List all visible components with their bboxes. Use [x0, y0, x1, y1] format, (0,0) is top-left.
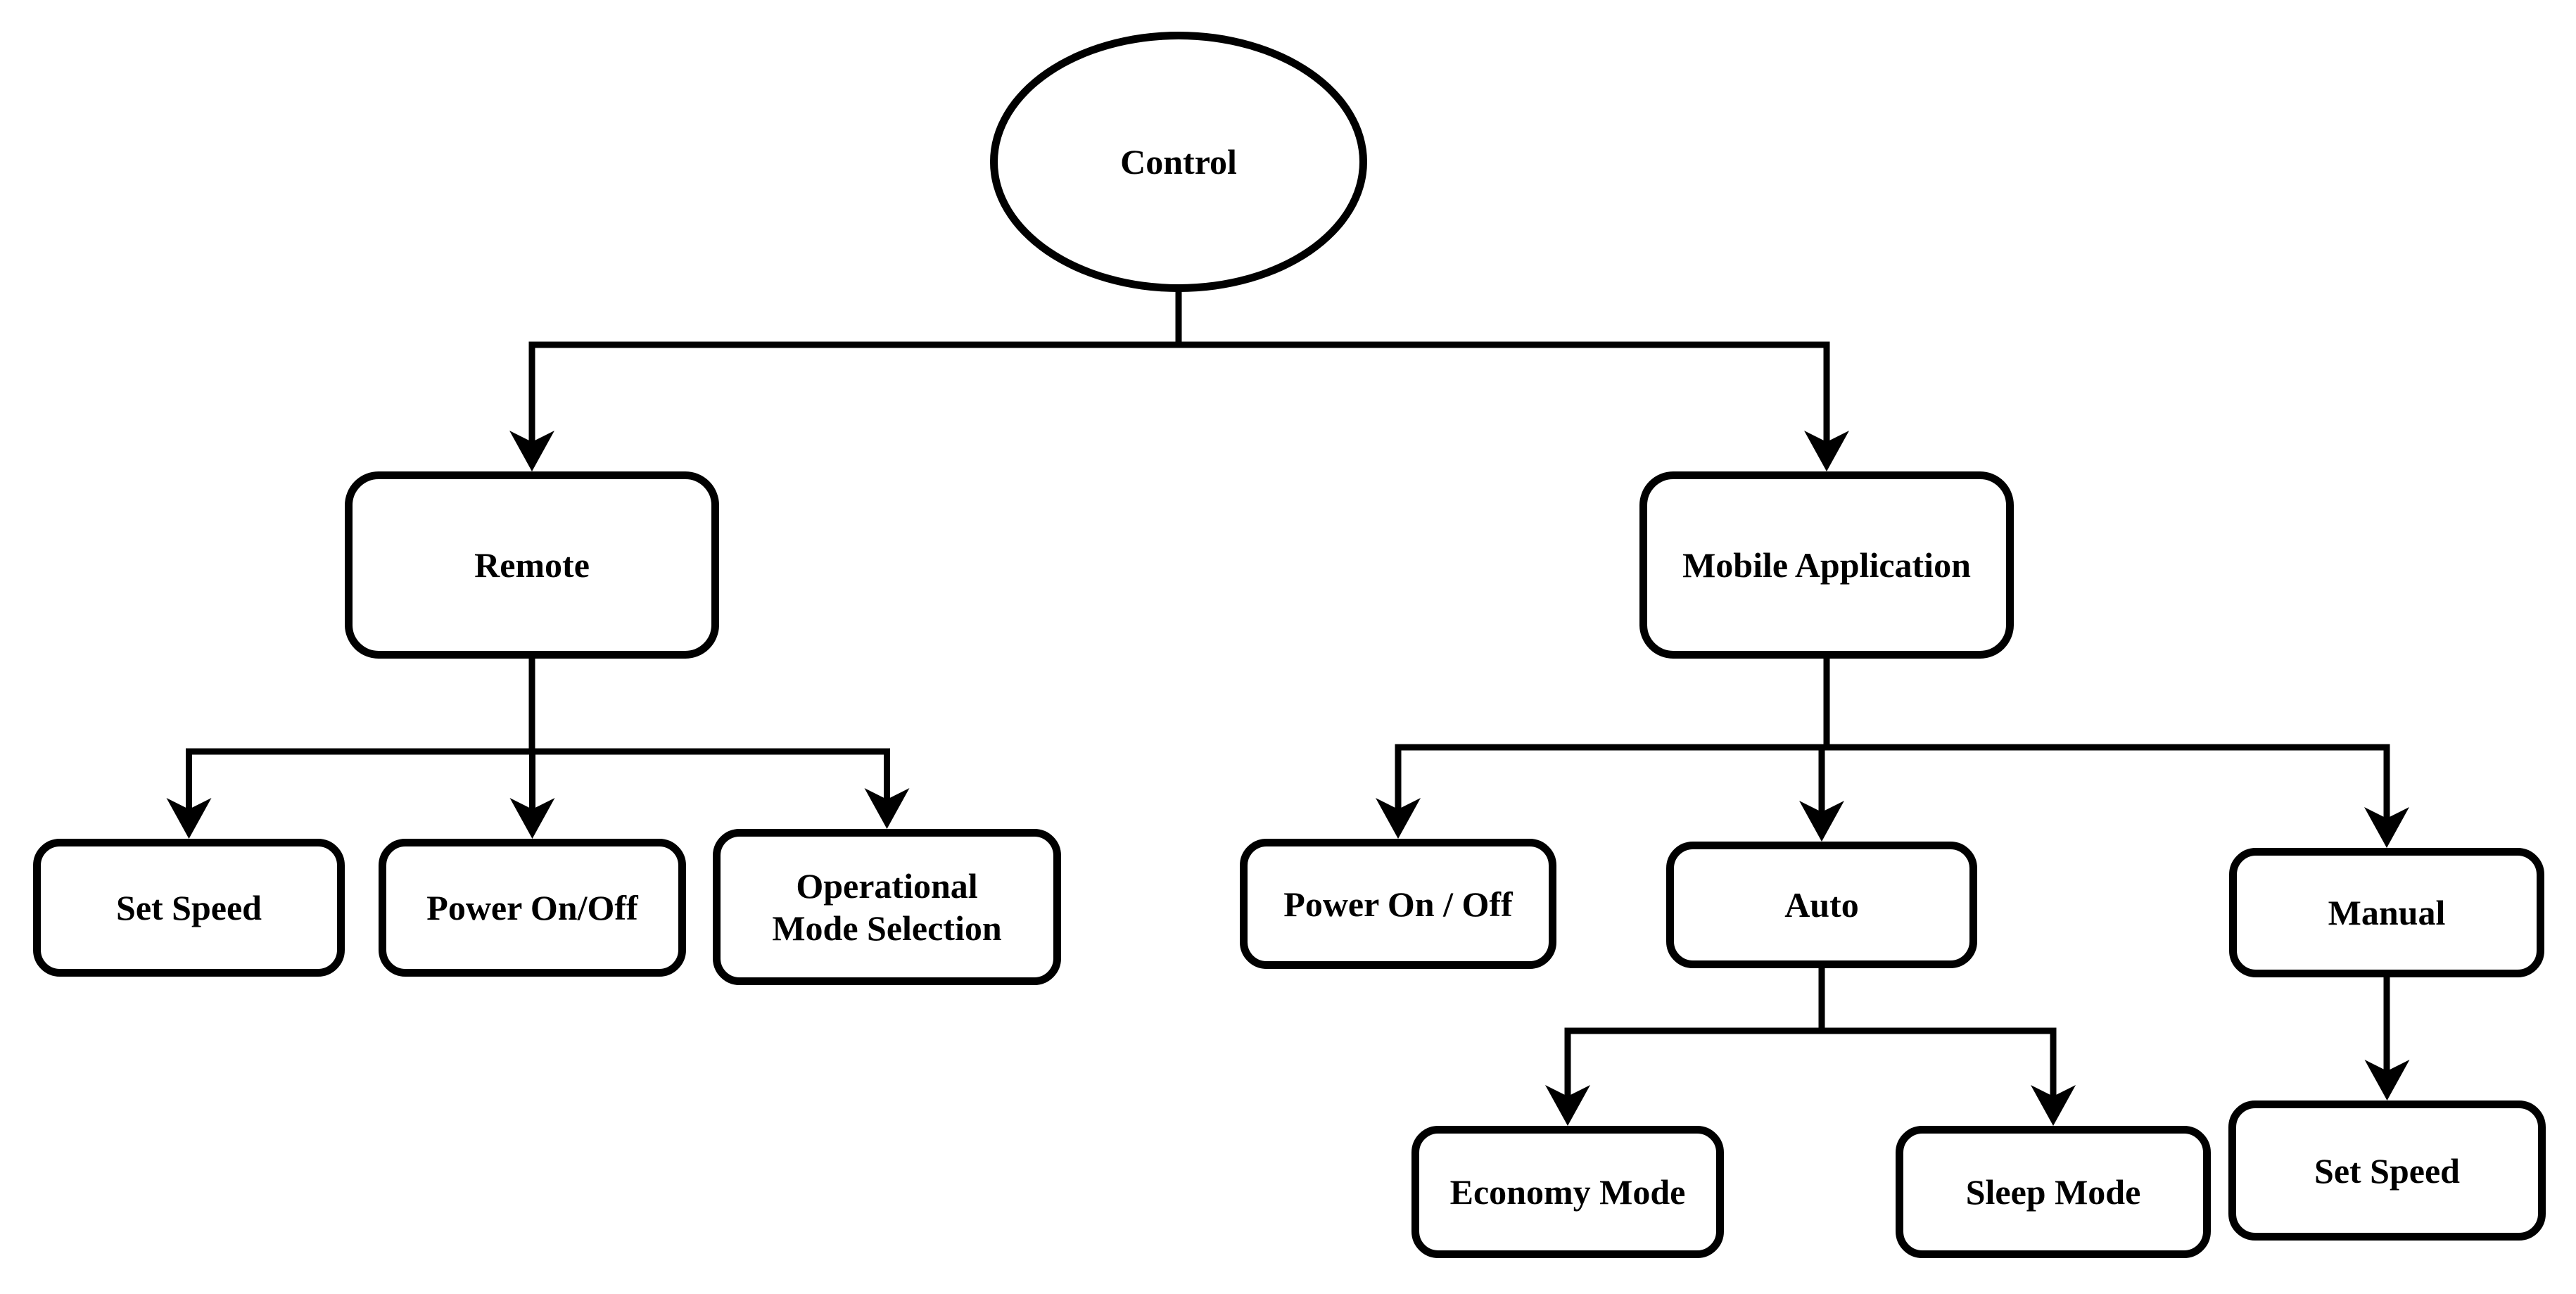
- node-set-speed-remote: Set Speed: [33, 839, 345, 977]
- node-label-sleep-mode: Sleep Mode: [1965, 1172, 2141, 1212]
- node-control: Control: [990, 32, 1367, 292]
- node-label-set-speed-remote: Set Speed: [116, 888, 262, 927]
- arrowhead-icon: [2364, 807, 2409, 848]
- arrowhead-icon: [1799, 801, 1844, 842]
- node-label-economy-mode: Economy Mode: [1449, 1172, 1686, 1212]
- node-label-manual: Manual: [2328, 893, 2446, 932]
- node-sleep-mode: Sleep Mode: [1896, 1126, 2211, 1258]
- node-economy-mode: Economy Mode: [1411, 1126, 1724, 1258]
- arrowhead-icon: [1545, 1085, 1590, 1126]
- node-label-line: Mode Selection: [772, 908, 1002, 948]
- arrowhead-icon: [1804, 431, 1849, 471]
- arrowhead-icon: [166, 798, 212, 839]
- node-power-on-off-remote: Power On/Off: [379, 839, 686, 977]
- node-label-control: Control: [1120, 142, 1237, 182]
- node-auto: Auto: [1666, 842, 1977, 968]
- arrowhead-icon: [2364, 1060, 2410, 1100]
- arrowhead-icon: [1376, 798, 1421, 839]
- node-label-mobile-application: Mobile Application: [1682, 545, 1971, 585]
- node-label-auto: Auto: [1784, 885, 1859, 925]
- node-label-line: Operational: [796, 866, 978, 906]
- node-mobile-application: Mobile Application: [1639, 471, 2014, 659]
- node-label-power-on-off-mobile: Power On / Off: [1283, 884, 1513, 924]
- arrowhead-icon: [509, 431, 554, 471]
- node-label-remote: Remote: [474, 545, 590, 585]
- node-manual: Manual: [2229, 848, 2544, 977]
- arrowhead-icon: [2031, 1085, 2076, 1126]
- node-power-on-off-mobile: Power On / Off: [1240, 839, 1556, 969]
- arrowhead-icon: [864, 788, 910, 829]
- node-set-speed-manual: Set Speed: [2228, 1100, 2546, 1241]
- node-remote: Remote: [345, 471, 719, 659]
- arrowhead-icon: [509, 798, 555, 839]
- node-label-set-speed-manual: Set Speed: [2314, 1150, 2460, 1191]
- node-label-power-on-off-remote: Power On/Off: [426, 888, 638, 927]
